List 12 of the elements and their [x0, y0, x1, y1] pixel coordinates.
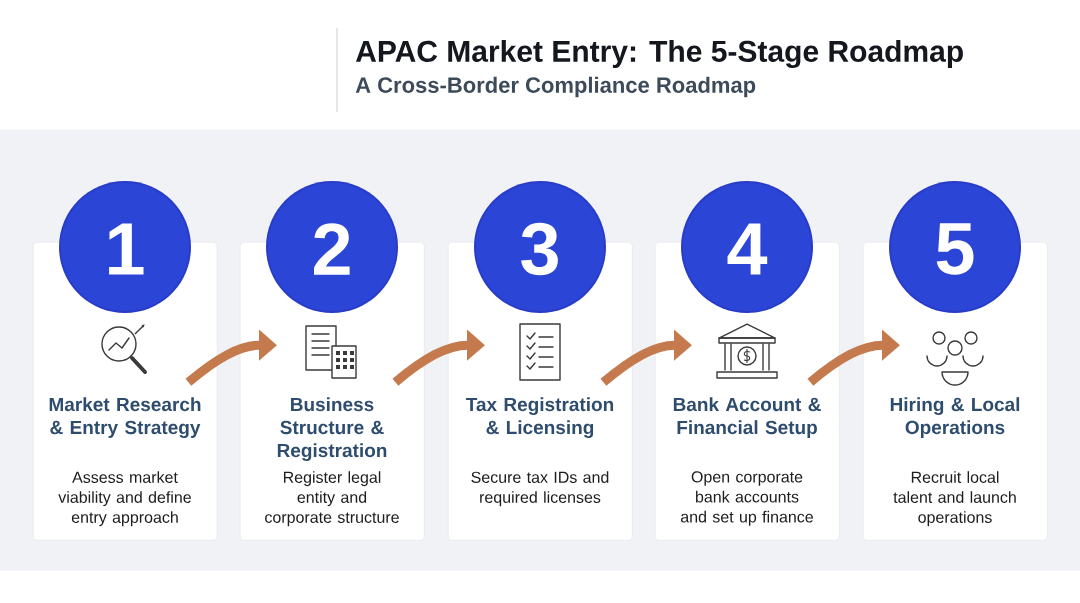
stage-heading: Hiring & Local Operations	[890, 397, 1020, 438]
stage-description: Secure tax IDs and required licenses	[471, 471, 609, 507]
stage-description: Open corporate bank accounts and set up finance	[680, 471, 813, 526]
stage-heading: Tax Registration & Licensing	[465, 397, 614, 438]
stage-heading: Bank Account & Financial Setup	[673, 397, 821, 438]
title: APAC Market Entry: The 5-Stage Roadmap	[355, 39, 963, 69]
stage-heading: Business Structure & Registration	[277, 397, 387, 461]
stage-description: Register legal entity and corporate structure	[265, 471, 399, 527]
stage-description: Recruit local talent and launch operations	[893, 471, 1016, 527]
stage-description: Assess market viability and define entry approach	[58, 471, 191, 527]
stage-heading: Market Research & Entry Strategy	[49, 397, 201, 438]
subtitle: A Cross-Border Compliance Roadmap	[355, 76, 756, 98]
